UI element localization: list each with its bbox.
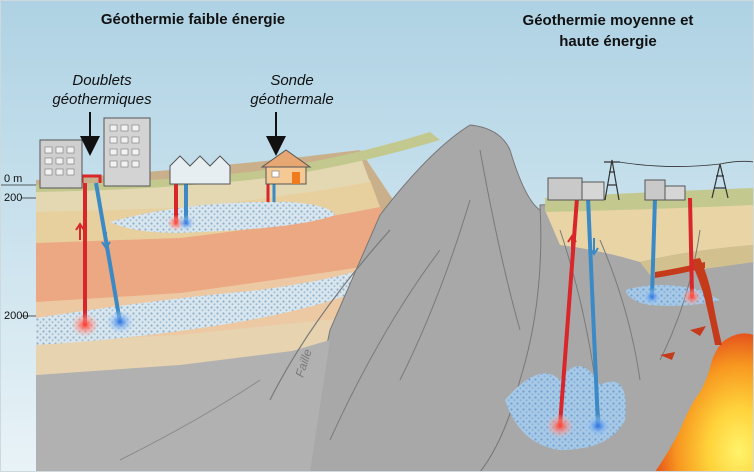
sediment-layer-lower	[36, 310, 420, 375]
power-line	[618, 160, 754, 167]
title-low-energy: Géothermie faible énergie	[101, 11, 285, 28]
downflow-arrow	[589, 238, 599, 256]
cold-injection-pipe	[650, 197, 657, 297]
right-sediment-top	[545, 202, 754, 262]
mountain	[36, 124, 548, 472]
power-plant	[547, 159, 754, 201]
hot-production-pipe	[558, 197, 579, 426]
upflow-arrow	[75, 222, 85, 240]
fracture-line	[599, 239, 641, 381]
hot-production-pipe	[688, 197, 694, 297]
fracture-line	[399, 199, 471, 381]
upflow-arrow	[567, 234, 577, 250]
label-doublets-line2: géothermiques	[52, 91, 152, 108]
title-high-energy-line1: Géothermie moyenne et	[523, 12, 694, 29]
fracture-line	[119, 379, 261, 461]
greenhouse	[169, 155, 231, 185]
sediment-layer-red	[36, 205, 395, 302]
hot-spot	[546, 414, 574, 438]
magma-fragment	[660, 352, 675, 360]
depth-label-200: 200	[4, 192, 22, 204]
house-door	[292, 172, 300, 184]
pylon	[604, 159, 620, 201]
cold-spot	[106, 310, 134, 334]
cold-spot	[642, 288, 662, 306]
cold-injection-pipe	[586, 197, 600, 426]
cold-spot	[584, 414, 612, 438]
wells	[71, 174, 702, 438]
house-window	[271, 170, 280, 178]
hot-spot	[71, 313, 99, 337]
label-sonde-line2: géothermale	[250, 91, 333, 108]
magma-dike	[690, 258, 722, 345]
house-roof	[260, 149, 312, 168]
magma-body	[655, 333, 754, 472]
fracture-line	[479, 149, 521, 331]
label-sonde-line1: Sonde	[270, 72, 313, 89]
left-buildings	[39, 117, 312, 189]
depth-label-surface: 0 m	[4, 173, 22, 185]
fault-line	[269, 229, 391, 401]
cold-spot	[177, 215, 195, 231]
magma-fragment	[690, 326, 706, 336]
label-doublets-line1: Doublets	[72, 72, 132, 89]
plant-building	[581, 181, 605, 201]
cold-injection-pipe	[94, 182, 122, 323]
plant-tank	[644, 179, 666, 201]
shallow-aquifer	[110, 201, 335, 233]
title-high-energy-line2: haute énergie	[559, 33, 657, 50]
plant-building	[547, 177, 583, 201]
plant-building	[664, 185, 686, 201]
depth-label-2000: 2000	[4, 310, 28, 322]
basement-rock-left	[36, 340, 330, 472]
fracture-line	[329, 249, 441, 441]
hot-spot	[682, 288, 702, 306]
downflow-arrow	[101, 232, 111, 250]
